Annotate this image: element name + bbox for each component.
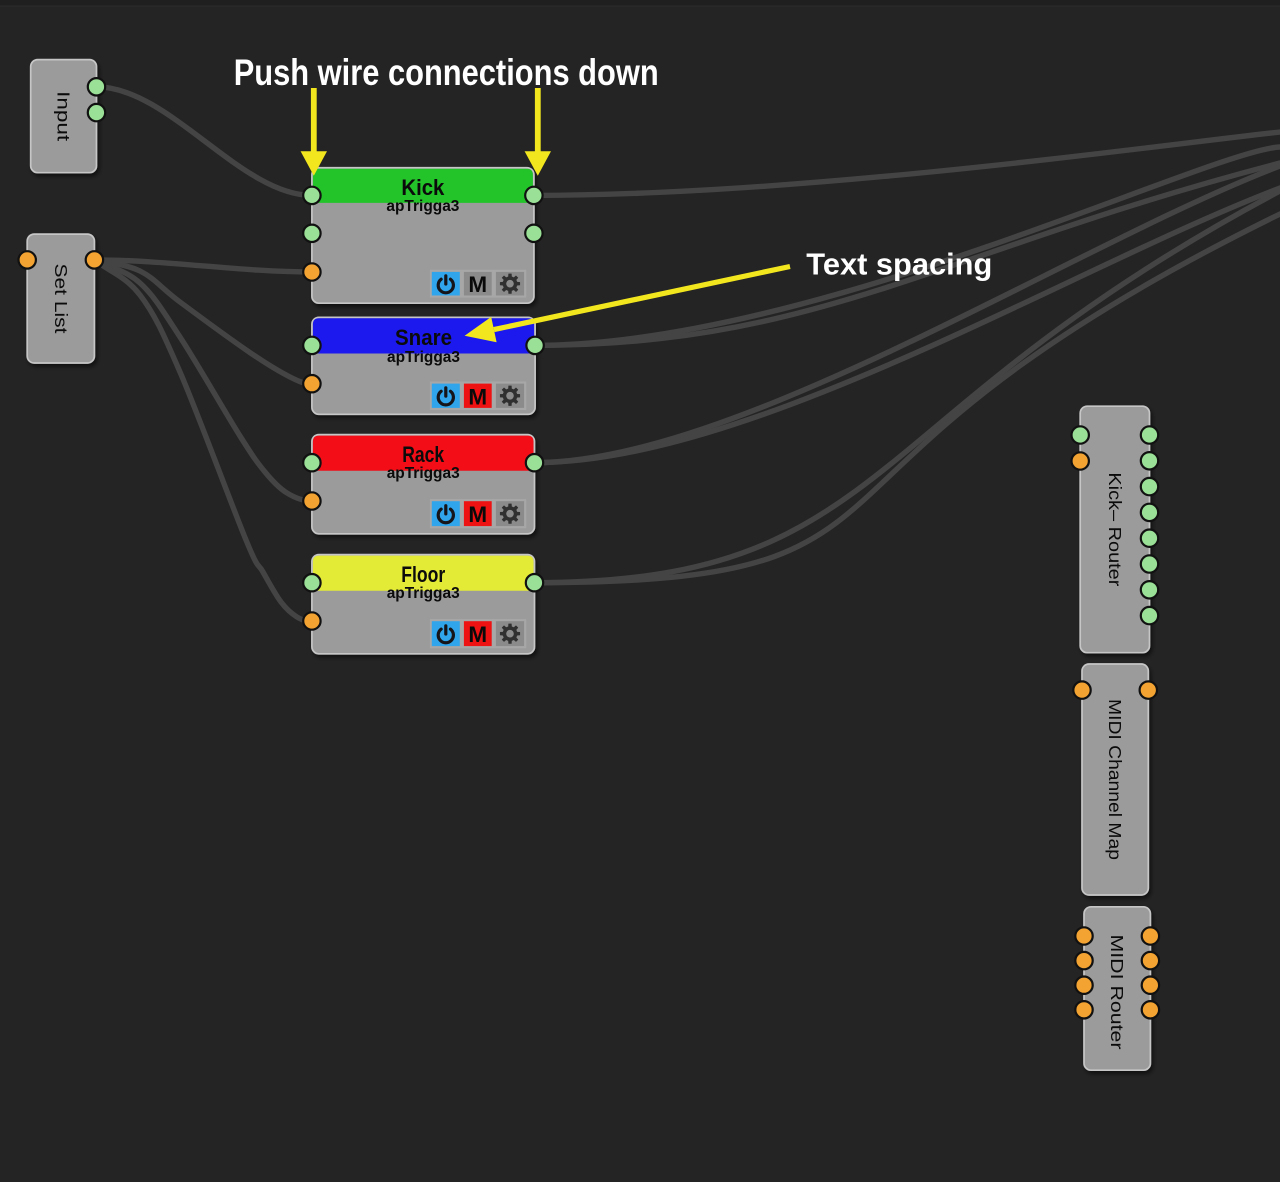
svg-text:Floor: Floor	[401, 562, 445, 587]
svg-text:apTrigga3: apTrigga3	[386, 198, 459, 215]
svg-text:MIDI Router: MIDI Router	[1107, 935, 1127, 1050]
svg-text:M: M	[468, 622, 487, 647]
svg-text:M: M	[468, 502, 487, 527]
svg-text:Snare: Snare	[395, 325, 452, 350]
svg-text:Rack: Rack	[402, 442, 445, 467]
svg-text:M: M	[468, 272, 487, 297]
svg-text:Kick: Kick	[401, 175, 445, 200]
svg-text:M: M	[468, 384, 487, 409]
svg-text:Kick– Router: Kick– Router	[1105, 472, 1125, 586]
svg-text:Push wire connections down: Push wire connections down	[234, 52, 659, 93]
svg-text:apTrigga3: apTrigga3	[387, 349, 460, 366]
svg-text:apTrigga3: apTrigga3	[387, 465, 460, 482]
svg-text:Text spacing: Text spacing	[806, 247, 992, 282]
svg-text:Set List: Set List	[51, 264, 71, 334]
svg-text:Input: Input	[54, 91, 74, 141]
svg-text:apTrigga3: apTrigga3	[387, 585, 460, 602]
svg-text:MIDI Channel Map: MIDI Channel Map	[1105, 699, 1125, 860]
